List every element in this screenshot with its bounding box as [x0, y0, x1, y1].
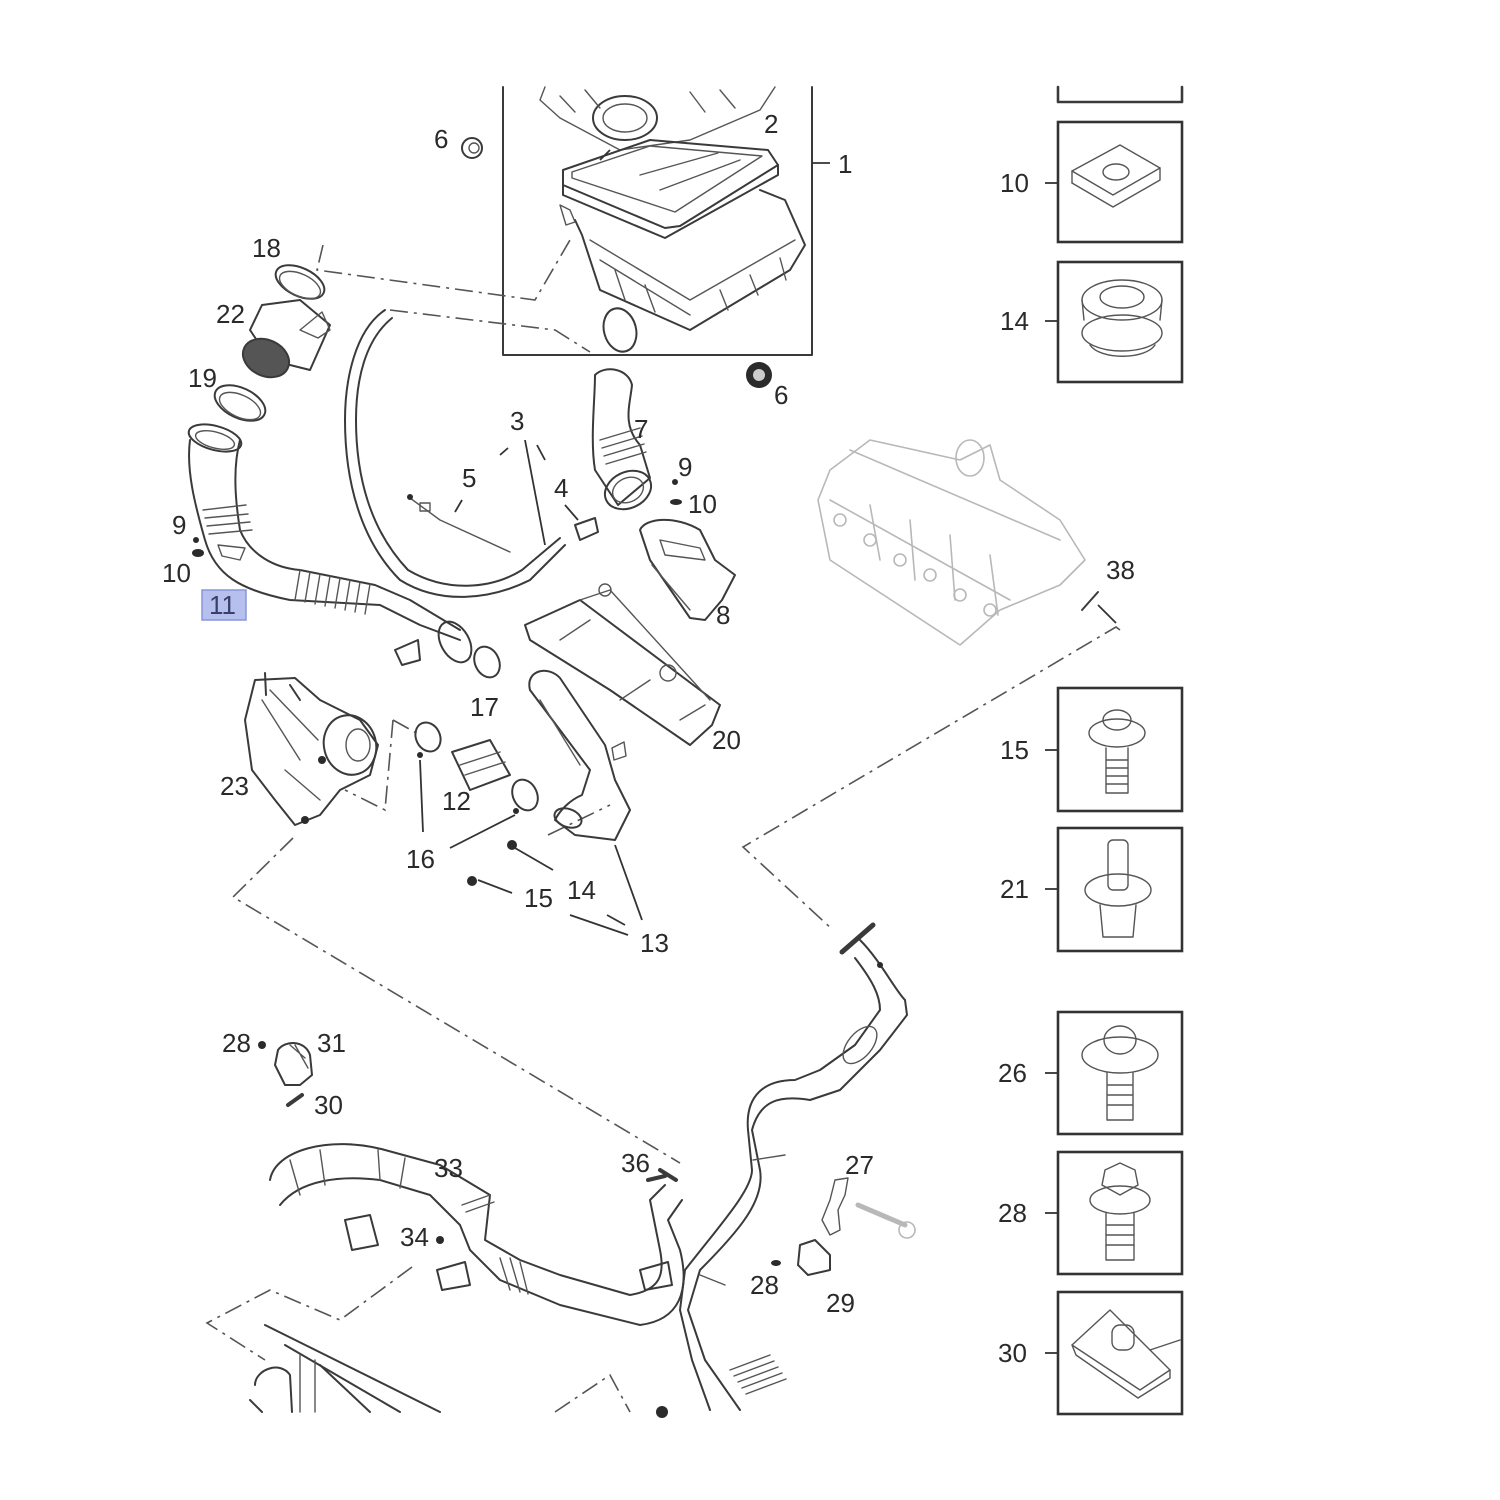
callout-12[interactable]: 12 [442, 786, 471, 816]
turbocharger-part-23[interactable] [244, 672, 383, 826]
clamp-19 [213, 384, 267, 422]
air-cleaner-frame [502, 86, 813, 356]
panel-label-15[interactable]: 15 [1000, 735, 1029, 765]
hose-part-12[interactable] [411, 718, 554, 894]
callout-28-right[interactable]: 28 [750, 1270, 779, 1300]
air-filter-element[interactable] [562, 139, 779, 239]
panel-label-21[interactable]: 21 [1000, 874, 1029, 904]
callout-8[interactable]: 8 [716, 600, 730, 630]
callout-7[interactable]: 7 [634, 414, 648, 444]
fastener-box-15[interactable] [1045, 686, 1184, 813]
panel-label-28[interactable]: 28 [998, 1198, 1027, 1228]
callout-17[interactable]: 17 [470, 692, 499, 722]
panel-label-14[interactable]: 14 [1000, 306, 1029, 336]
callout-29[interactable]: 29 [826, 1288, 855, 1318]
callout-13[interactable]: 13 [640, 928, 669, 958]
callout-31[interactable]: 31 [317, 1028, 346, 1058]
callout-6-bottom[interactable]: 6 [774, 380, 788, 410]
assembly-guide-lines [205, 239, 1121, 1413]
intake-hose-part-11[interactable] [186, 258, 505, 681]
clamp-16a [414, 721, 442, 753]
callout-2[interactable]: 2 [764, 109, 778, 139]
fastener-box-14[interactable] [1045, 260, 1184, 384]
sensor-38[interactable] [1081, 591, 1099, 611]
callout-9-left[interactable]: 9 [172, 510, 186, 540]
callout-16[interactable]: 16 [406, 844, 435, 874]
callout-36[interactable]: 36 [621, 1148, 650, 1178]
callout-1[interactable]: 1 [838, 149, 852, 179]
callout-9-right[interactable]: 9 [678, 452, 692, 482]
charge-air-hose-part-33[interactable] [269, 1143, 685, 1326]
intake-ring [592, 95, 658, 141]
callout-19[interactable]: 19 [188, 363, 217, 393]
callout-3[interactable]: 3 [510, 406, 524, 436]
outlet-ring [602, 307, 638, 353]
callout-22[interactable]: 22 [216, 299, 245, 329]
callout-15[interactable]: 15 [524, 883, 553, 913]
callout-38[interactable]: 38 [1106, 555, 1135, 585]
callout-18[interactable]: 18 [252, 233, 281, 263]
fastener-box-26[interactable] [1045, 1010, 1184, 1136]
fastener-panel [1045, 85, 1184, 1416]
clamp-17 [473, 645, 501, 679]
charge-air-hose-right[interactable] [679, 922, 908, 1411]
callout-labels: 1 2 3 4 5 6 6 7 8 9 9 10 10 11 12 13 14 … [162, 109, 1135, 1368]
callout-11-highlight [201, 589, 247, 621]
callout-11[interactable]: 11 [209, 590, 236, 620]
grommet-6a[interactable] [461, 137, 483, 159]
callout-10-right[interactable]: 10 [688, 489, 717, 519]
bracket-part-20[interactable] [524, 583, 721, 746]
callout-5[interactable]: 5 [462, 463, 476, 493]
fastener-box-28[interactable] [1045, 1150, 1184, 1276]
bracket-part-8[interactable] [639, 518, 736, 621]
grommet-6b[interactable] [746, 362, 772, 388]
breather-hose-part-3[interactable] [344, 309, 599, 598]
fastener-box-21[interactable] [1045, 826, 1184, 953]
clamp-16b [511, 778, 539, 812]
panel-label-30[interactable]: 30 [998, 1338, 1027, 1368]
callout-34[interactable]: 34 [400, 1222, 429, 1252]
callout-20[interactable]: 20 [712, 725, 741, 755]
fastener-box-30[interactable] [1045, 1290, 1184, 1416]
intake-manifold [817, 439, 1117, 646]
bracket-part-31[interactable] [258, 1041, 313, 1107]
panel-label-26[interactable]: 26 [998, 1058, 1027, 1088]
callout-30[interactable]: 30 [314, 1090, 343, 1120]
bracket-part-27[interactable] [771, 1177, 916, 1276]
callout-6-top[interactable]: 6 [434, 124, 448, 154]
fasteners-9-10-left [192, 537, 204, 557]
callout-23[interactable]: 23 [220, 771, 249, 801]
clamp-18 [274, 264, 326, 300]
air-cleaner-assembly[interactable] [502, 86, 830, 356]
panel-label-10[interactable]: 10 [1000, 168, 1029, 198]
fastener-box-10[interactable] [1045, 120, 1184, 244]
duct-part-7[interactable] [591, 368, 682, 516]
callout-27[interactable]: 27 [845, 1150, 874, 1180]
callout-28-left[interactable]: 28 [222, 1028, 251, 1058]
intercooler [249, 1324, 668, 1418]
callout-10-left[interactable]: 10 [162, 558, 191, 588]
callout-33[interactable]: 33 [434, 1153, 463, 1183]
callout-4[interactable]: 4 [554, 473, 568, 503]
callout-14[interactable]: 14 [567, 875, 596, 905]
charge-pipe-part-13[interactable] [528, 669, 643, 936]
maf-sensor-22 [249, 299, 331, 371]
mount-29 [797, 1239, 831, 1276]
connector-4 [574, 517, 599, 541]
